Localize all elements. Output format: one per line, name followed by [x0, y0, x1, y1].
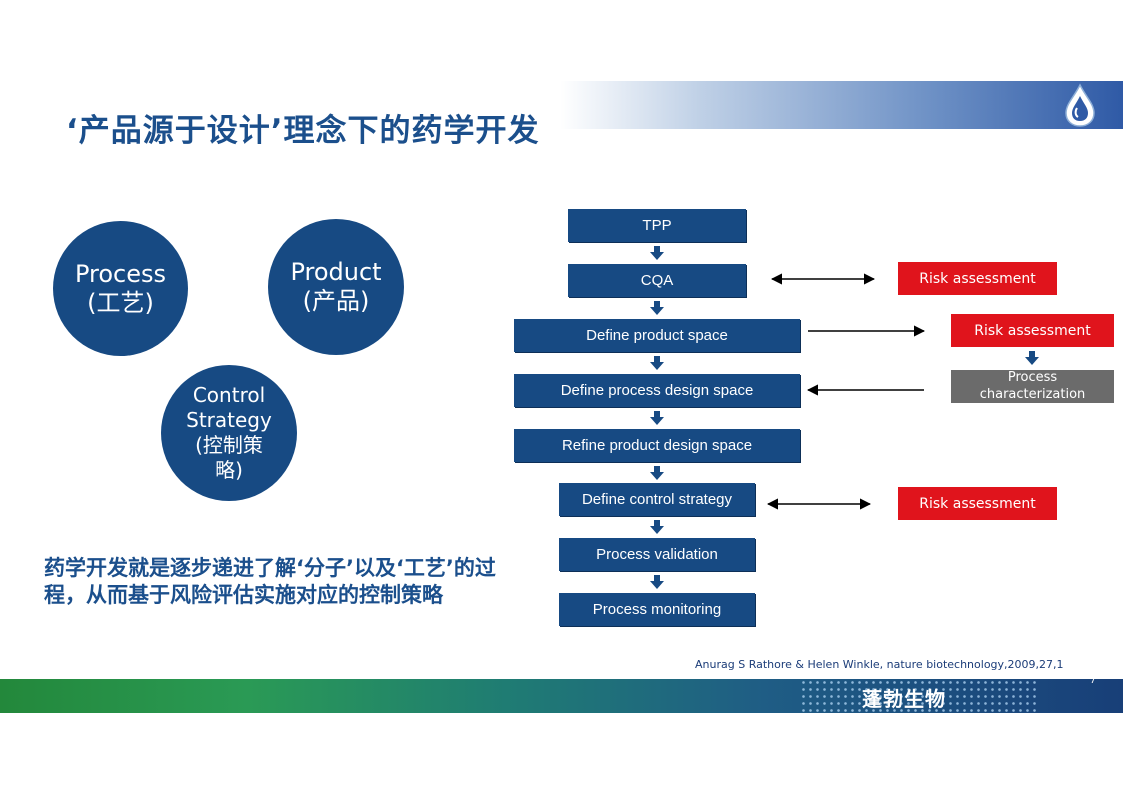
control-circle-label-2: Strategy — [186, 408, 272, 432]
process-circle-label: Process — [74, 259, 167, 288]
down-arrow-icon — [650, 520, 664, 534]
header-gradient-band — [560, 81, 1123, 129]
down-arrow-icon — [650, 575, 664, 589]
control-circle-label-3: (控制策 — [195, 433, 263, 457]
step-define-process-design-space: Define process design space — [514, 374, 800, 407]
down-arrow-icon — [650, 301, 664, 315]
down-arrow-icon — [650, 356, 664, 370]
control-circle-label-4: 略) — [215, 458, 243, 482]
step-define-product-space: Define product space — [514, 319, 800, 352]
summary-text: 药学开发就是逐步递进了解‘分子’以及‘工艺’的过程，从而基于风险评估实施对应的控… — [44, 556, 496, 608]
down-arrow-icon — [650, 466, 664, 480]
process-characterization-box: Process characterization — [951, 370, 1114, 403]
product-circle-label: Product — [290, 258, 382, 287]
step-define-control-strategy: Define control strategy — [559, 483, 755, 516]
process-circle-sublabel: (工艺) — [87, 288, 154, 317]
step-tpp: TPP — [568, 209, 746, 242]
page-number: 7 — [1090, 676, 1096, 686]
characterization-label-2: characterization — [979, 386, 1086, 402]
down-arrow-icon — [650, 411, 664, 425]
step-cqa: CQA — [568, 264, 746, 297]
risk-assessment-box-1: Risk assessment — [898, 262, 1057, 295]
characterization-label-1: Process — [1007, 370, 1058, 386]
control-strategy-circle: Control Strategy (控制策 略) — [161, 365, 297, 501]
product-circle: Product (产品) — [268, 219, 404, 355]
footer-dot-pattern — [800, 679, 1040, 713]
control-circle-label-1: Control — [192, 383, 266, 407]
step-process-monitoring: Process monitoring — [559, 593, 755, 626]
brand-name: 蓬勃生物 — [862, 687, 946, 711]
water-drop-logo-icon — [1065, 83, 1095, 127]
risk-assessment-box-2: Risk assessment — [951, 314, 1114, 347]
down-arrow-icon — [650, 246, 664, 260]
step-refine-product-design-space: Refine product design space — [514, 429, 800, 462]
citation: Anurag S Rathore & Helen Winkle, nature … — [695, 658, 1064, 671]
step-process-validation: Process validation — [559, 538, 755, 571]
product-circle-sublabel: (产品) — [302, 287, 370, 315]
process-circle: Process (工艺) — [53, 221, 188, 356]
slide-title: ‘产品源于设计’理念下的药学开发 — [66, 113, 540, 149]
down-arrow-icon — [1025, 351, 1039, 365]
risk-assessment-box-3: Risk assessment — [898, 487, 1057, 520]
